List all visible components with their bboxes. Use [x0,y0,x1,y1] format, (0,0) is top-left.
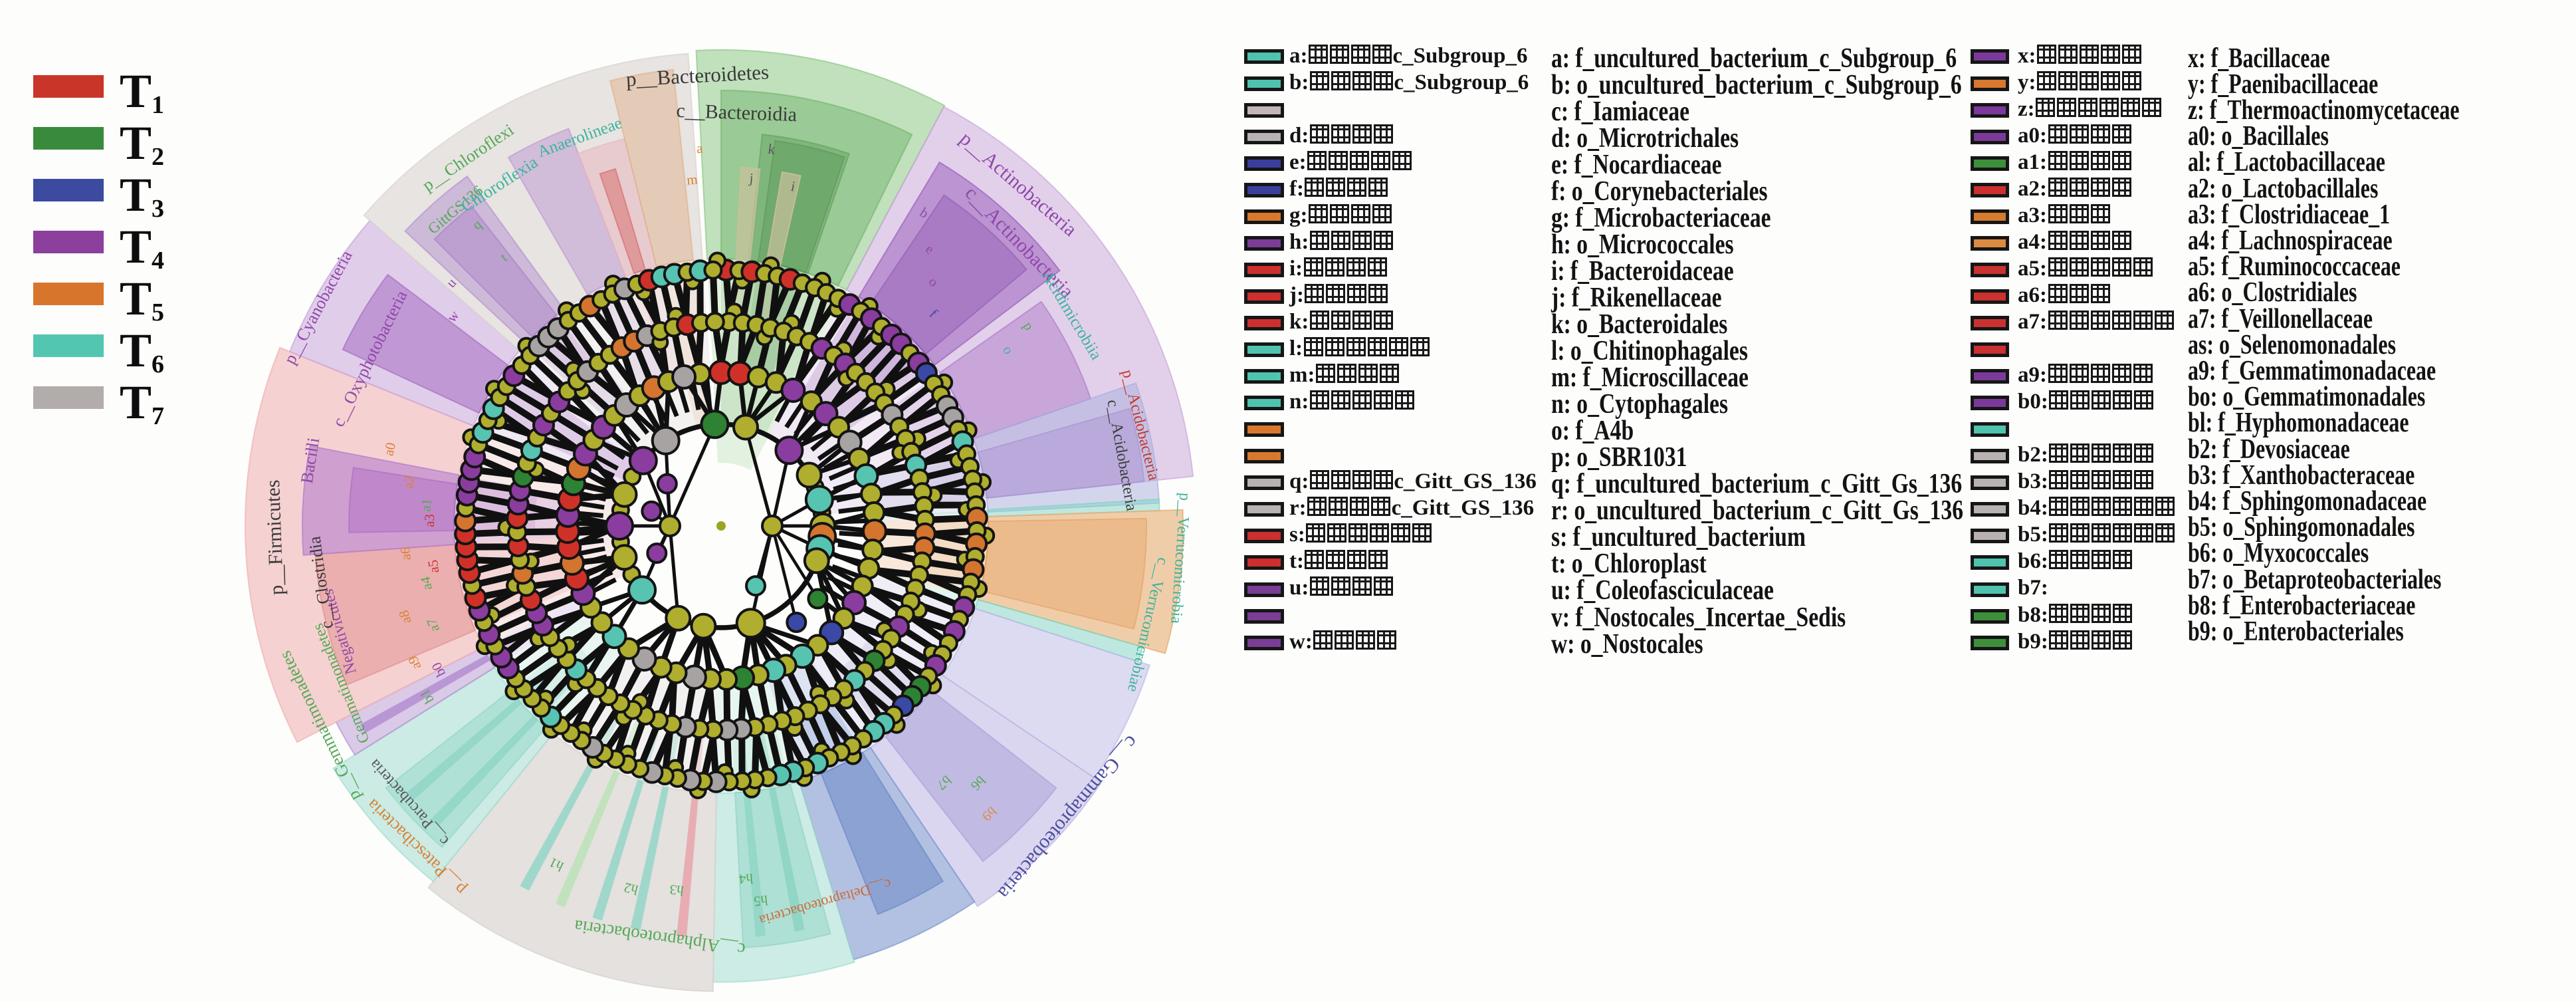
svg-text:a1: a1 [417,498,434,512]
svg-text:a5: a5 [425,559,443,574]
svg-text:a6: a6 [397,547,414,561]
svg-text:h5: h5 [753,892,768,910]
svg-text:k: k [767,140,776,157]
svg-text:m: m [686,171,698,188]
svg-text:a: a [696,140,703,156]
svg-text:j: j [748,170,754,187]
svg-text:h3: h3 [669,882,685,899]
svg-text:h4: h4 [738,870,754,887]
svg-text:p__Firmicutes: p__Firmicutes [262,479,288,595]
svg-text:i: i [790,178,797,195]
svg-text:a2: a2 [400,475,418,490]
svg-text:a3: a3 [421,514,437,527]
svg-text:c__Bacteroidia: c__Bacteroidia [676,100,798,126]
